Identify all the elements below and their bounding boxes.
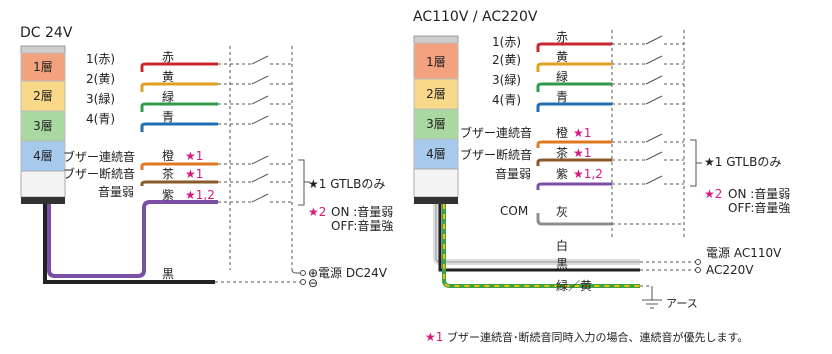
right-title: AC110V / AC220V: [413, 9, 538, 25]
left-color-blue: 青: [162, 110, 174, 124]
left-wire-blue: [140, 122, 218, 132]
right-wire-earth: [442, 204, 640, 288]
left-wire-label-2: 2(黄): [86, 72, 115, 86]
right-switch-box: [611, 30, 702, 309]
right-wire-gray: [536, 213, 612, 226]
left-layer-3-label: 3層: [33, 119, 53, 133]
right-wire-orange: [536, 140, 612, 148]
right-color-green: 緑: [556, 69, 568, 84]
right-layer-2-label: 2層: [426, 87, 446, 101]
left-power-plus: ⊕電源 DC24V: [308, 266, 388, 280]
right-wire-label-2: 2(黄): [492, 53, 521, 67]
right-cable-bundle: [433, 204, 640, 288]
left-wire-label-volume: 音量弱: [98, 184, 134, 199]
left-wire-orange: [140, 162, 218, 170]
right-layer-3-label: 3層: [426, 117, 446, 131]
right-wire-purple: [536, 182, 612, 190]
left-wire-label-3: 3(緑): [86, 91, 115, 106]
right-wire-brown: [536, 158, 612, 166]
right-wire-black: [438, 204, 640, 272]
right-color-black: 黒: [556, 257, 568, 271]
right-color-white: 白: [556, 238, 568, 253]
right-wire-label-3: 3(緑): [492, 72, 521, 87]
right-color-orange: 橙: [556, 125, 568, 140]
right-wire-label-4: 4(青): [492, 93, 521, 107]
left-layer-4-label: 4層: [33, 149, 53, 163]
right-star-purple: ★1,2: [573, 167, 603, 181]
left-star-orange: ★1: [185, 149, 203, 163]
right-wire-label-com: COM: [500, 204, 528, 218]
right-color-purple: 紫: [556, 167, 568, 181]
left-layer-2-label: 2層: [33, 89, 53, 103]
left-color-yellow: 黄: [162, 70, 174, 84]
right-star-brown: ★1: [573, 146, 591, 160]
left-color-black: 黒: [162, 267, 174, 281]
left-wire-label-buzzer-int: ブザー断続音: [63, 166, 135, 181]
left-color-green: 緑: [162, 89, 174, 104]
right-wire-label-buzzer-int: ブザー断続音: [460, 147, 532, 162]
left-note-star: ★2: [308, 205, 326, 219]
right-power-label2: AC220V: [706, 263, 754, 277]
left-signal-tower: 1層 2層 3層 4層: [20, 45, 66, 204]
left-bracket-label: ★1 GTLBのみ: [308, 177, 385, 191]
left-wire-label-4: 4(青): [86, 112, 115, 126]
left-wire-brown: [140, 180, 218, 186]
left-wire-black: [43, 204, 215, 284]
left-wire-label-1: 1(赤): [86, 52, 115, 66]
footnote-star: ★1: [425, 330, 443, 344]
right-note-line1: ON :音量弱: [728, 186, 790, 201]
left-wire-yellow: [140, 82, 218, 92]
left-color-red: 赤: [162, 50, 174, 64]
left-power-minus: ⊖: [308, 276, 318, 290]
right-wire-yellow: [536, 62, 612, 72]
left-cable-bundle: [43, 200, 218, 284]
left-color-orange: 橙: [162, 148, 174, 163]
left-switch-box: [215, 46, 310, 283]
left-color-brown: 茶: [162, 166, 174, 181]
footnote-text: ブザー連続音･断続音同時入力の場合、連続音が優先します。: [447, 330, 748, 344]
left-wire-green: [140, 102, 218, 112]
right-wire-blue: [536, 102, 612, 112]
right-wire-red: [536, 42, 612, 52]
left-star-purple: ★1,2: [185, 188, 215, 202]
right-note-star: ★2: [704, 187, 722, 201]
left-star-brown: ★1: [185, 167, 203, 181]
right-note-line2: OFF:音量強: [728, 200, 790, 215]
left-title: DC 24V: [20, 25, 73, 41]
left-layer-1-label: 1層: [33, 60, 53, 74]
left-note-line1: ON :音量弱: [331, 204, 393, 219]
right-color-blue: 青: [556, 90, 568, 104]
left-wire-label-buzzer-cont: ブザー連続音: [63, 149, 135, 164]
left-wire-red: [140, 62, 218, 72]
right-color-gray: 灰: [556, 205, 568, 219]
right-color-red: 赤: [556, 30, 568, 44]
right-layer-4-label: 4層: [426, 147, 446, 161]
right-star-orange: ★1: [573, 126, 591, 140]
right-wire-label-volume: 音量弱: [495, 166, 531, 181]
left-wire-purple: [47, 200, 218, 278]
right-power-label: 電源 AC110V: [706, 246, 782, 260]
left-note-line2: OFF:音量強: [331, 218, 393, 233]
right-wire-label-buzzer-cont: ブザー連続音: [460, 125, 532, 140]
right-earth-label: アース: [666, 297, 698, 310]
right-color-earth: 緑／黄: [556, 278, 592, 293]
right-wire-green: [536, 82, 612, 92]
left-color-purple: 紫: [162, 188, 174, 202]
right-color-yellow: 黄: [556, 50, 568, 64]
right-wire-label-1: 1(赤): [492, 35, 521, 49]
right-layer-1-label: 1層: [426, 55, 446, 69]
right-bracket-label: ★1 GTLBのみ: [704, 155, 781, 169]
right-signal-tower: 1層 2層 3層 4層: [413, 35, 459, 204]
right-color-brown: 茶: [556, 145, 568, 160]
